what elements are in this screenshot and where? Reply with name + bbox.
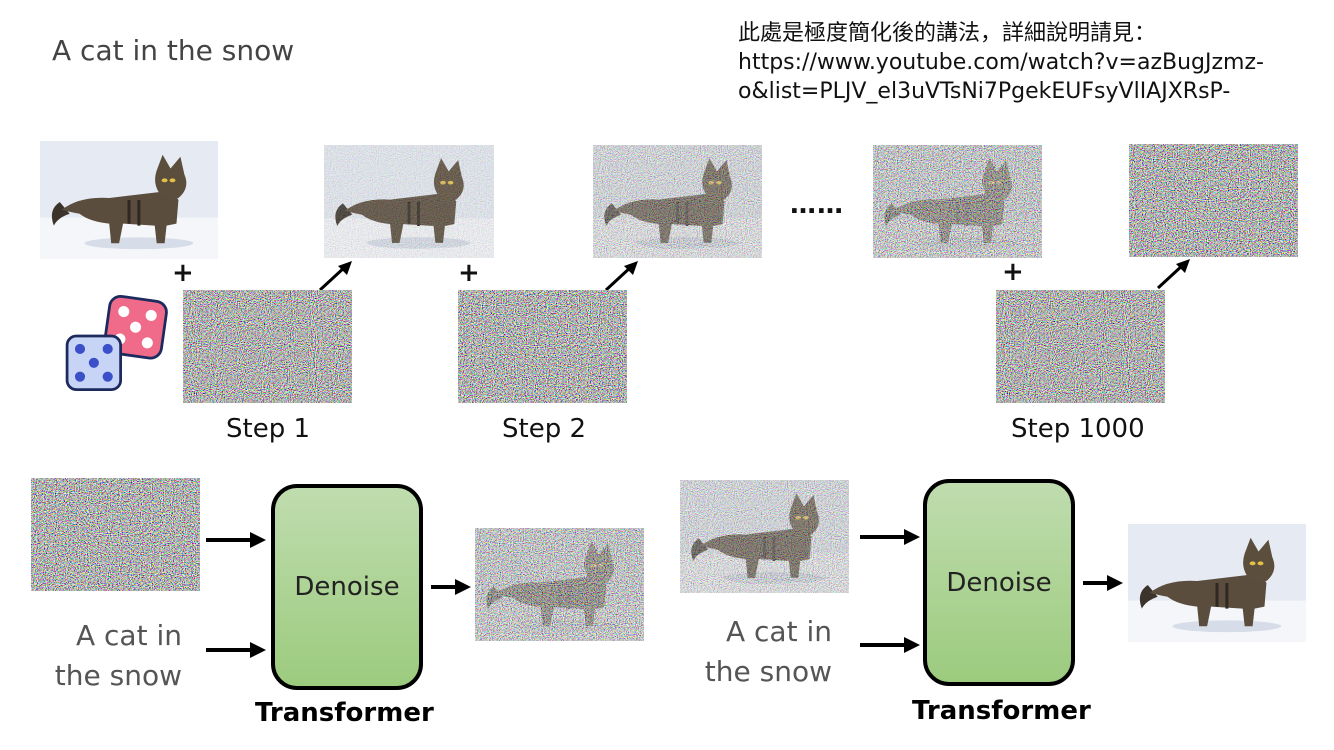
diagonal-arrow	[316, 258, 356, 294]
right-arrow	[860, 527, 920, 547]
step-label: Step 1000	[1011, 414, 1145, 444]
denoise-label: Denoise	[294, 572, 400, 602]
text-prompt: A cat in the snow	[704, 615, 832, 688]
transformer-label: Transformer	[255, 698, 434, 728]
noisy-cat-image-late	[873, 145, 1042, 258]
plus-sign: +	[172, 258, 194, 288]
denoise-block: Denoise	[923, 479, 1075, 686]
noise-sample-step1	[183, 290, 352, 403]
right-arrow	[206, 640, 266, 660]
plus-sign: +	[458, 258, 480, 288]
ellipsis: ……	[790, 190, 844, 220]
step-label: Step 1	[226, 414, 311, 444]
noise-input-image	[31, 478, 200, 591]
plus-sign: +	[1002, 257, 1024, 287]
noisy-cat-image-step2	[593, 145, 762, 258]
reference-note: 此處是極度簡化後的講法，詳細說明請見： https://www.youtube.…	[738, 21, 1264, 104]
prompt-caption: A cat in the snow	[52, 34, 295, 67]
dice-icon	[56, 290, 176, 395]
noisy-input-image	[680, 480, 849, 593]
right-arrow	[1083, 573, 1123, 593]
clean-output-image	[1128, 524, 1306, 642]
noise-sample-step1000	[996, 290, 1165, 403]
denoised-output-image	[475, 528, 644, 641]
denoise-label: Denoise	[946, 567, 1052, 598]
noise-sample-step2	[458, 290, 627, 403]
denoise-block: Denoise	[271, 484, 423, 690]
clean-cat-image	[40, 141, 218, 259]
noisy-cat-image-step1	[324, 145, 494, 258]
right-arrow	[206, 530, 266, 550]
step-label: Step 2	[502, 414, 587, 444]
diagonal-arrow	[602, 258, 642, 294]
pure-noise-image-final	[1129, 144, 1298, 257]
right-arrow	[431, 577, 471, 597]
diagonal-arrow	[1154, 256, 1194, 292]
right-arrow	[860, 635, 920, 655]
transformer-label: Transformer	[912, 696, 1091, 726]
text-prompt: A cat in the snow	[54, 619, 182, 692]
